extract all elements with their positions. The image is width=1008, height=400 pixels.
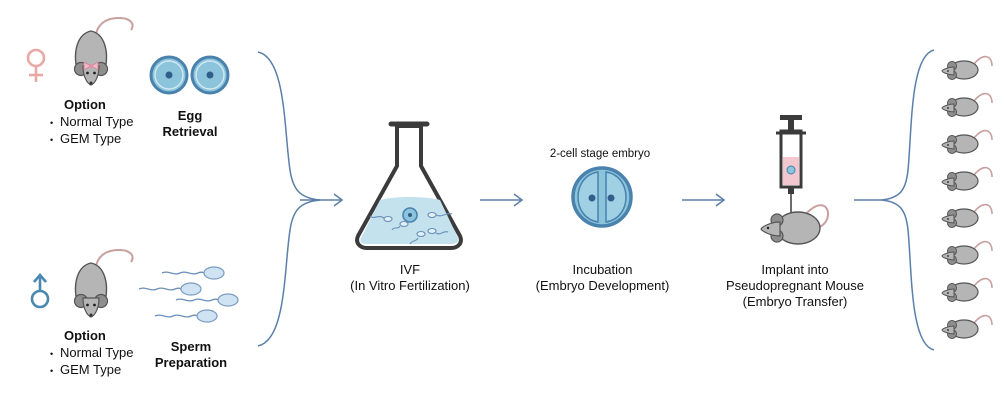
egg-retrieval-label: Egg Retrieval bbox=[162, 108, 218, 139]
offspring-mouse-icon bbox=[941, 314, 993, 340]
female-symbol-icon bbox=[26, 48, 46, 82]
male-options: Option Normal Type GEM Type bbox=[50, 328, 133, 380]
offspring-mouse-icon bbox=[941, 277, 993, 303]
male-symbol-icon bbox=[30, 273, 50, 309]
incubation-label: Incubation (Embryo Development) bbox=[515, 262, 690, 294]
arrow-to-incubation bbox=[480, 193, 524, 207]
offspring-mouse-icon bbox=[941, 92, 993, 118]
offspring-mouse-icon bbox=[941, 166, 993, 192]
right-split-bracket bbox=[854, 49, 935, 351]
male-option-item: Normal Type bbox=[50, 345, 133, 363]
male-mouse-icon bbox=[73, 249, 134, 318]
ivf-label: IVF (In Vitro Fertilization) bbox=[330, 262, 490, 294]
male-option-heading: Option bbox=[64, 328, 106, 343]
sperm-preparation-label: Sperm Preparation bbox=[154, 339, 228, 370]
offspring-mouse-icon bbox=[941, 129, 993, 155]
flask-egg-icon bbox=[402, 207, 418, 223]
flask-sperm-icon bbox=[369, 211, 453, 245]
transfer-title: Implant into bbox=[761, 262, 829, 277]
transfer-line2: Pseudopregnant Mouse bbox=[725, 278, 865, 293]
female-mouse-icon bbox=[73, 17, 134, 86]
offspring-mice-group bbox=[941, 55, 993, 340]
sperm-icon bbox=[138, 266, 239, 323]
recipient-mouse-icon bbox=[760, 204, 830, 245]
female-option-item: GEM Type bbox=[50, 131, 133, 149]
offspring-mouse-icon bbox=[941, 55, 993, 81]
offspring-mouse-icon bbox=[941, 240, 993, 266]
ivf-title: IVF bbox=[399, 262, 421, 277]
syringe-icon bbox=[776, 115, 806, 214]
female-option-heading: Option bbox=[64, 97, 106, 112]
transfer-label: Implant into Pseudopregnant Mouse (Embry… bbox=[705, 262, 885, 310]
embryo-icon bbox=[571, 166, 633, 228]
incubation-subtitle: (Embryo Development) bbox=[535, 278, 670, 293]
incubation-title: Incubation bbox=[572, 262, 633, 277]
left-merge-bracket bbox=[257, 51, 321, 347]
flask-icon bbox=[355, 121, 463, 250]
ivf-subtitle: (In Vitro Fertilization) bbox=[350, 278, 470, 293]
female-option-item: Normal Type bbox=[50, 114, 133, 132]
male-option-item: GEM Type bbox=[50, 362, 133, 380]
arrow-to-transfer bbox=[682, 193, 726, 207]
offspring-mouse-icon bbox=[941, 203, 993, 229]
arrow-to-ivf bbox=[300, 193, 344, 207]
female-options: Option Normal Type GEM Type bbox=[50, 97, 133, 149]
embryo-stage-label: 2-cell stage embryo bbox=[549, 148, 651, 160]
egg-cell-icon bbox=[149, 55, 230, 95]
transfer-subtitle: (Embryo Transfer) bbox=[742, 294, 848, 309]
